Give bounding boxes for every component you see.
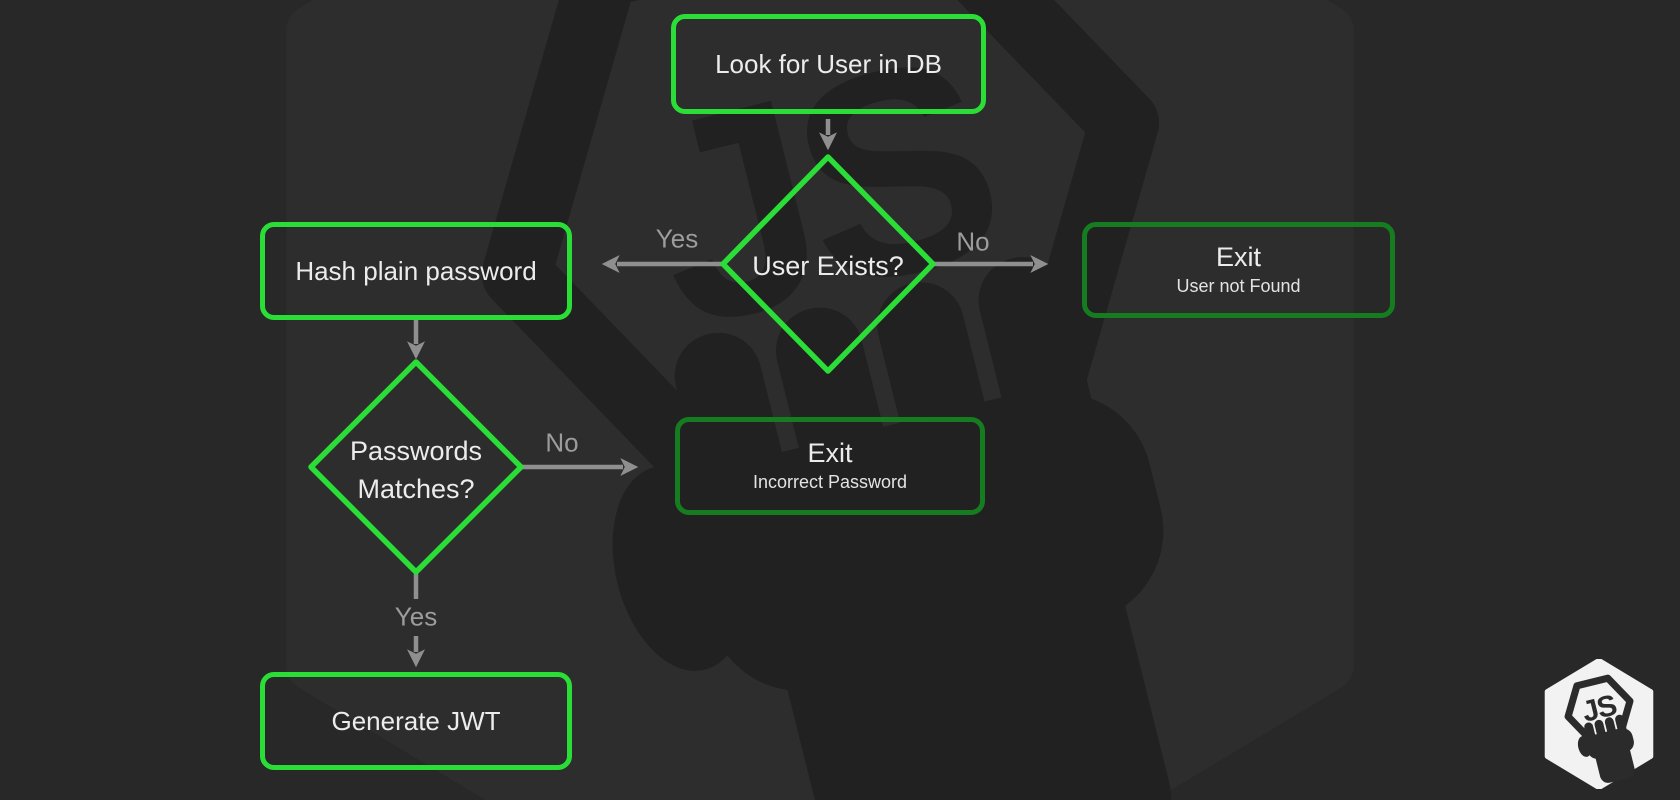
user-exists-diamond-label: User Exists?	[752, 247, 904, 285]
js-fist-logo-icon: JS	[1544, 659, 1654, 789]
edge-label-passwordsmatch-no: No	[545, 427, 579, 458]
exit-incorrect-password-subtitle: Incorrect Password	[752, 472, 908, 492]
user-exists-text: User Exists?	[752, 251, 904, 281]
passwords-matches-diamond	[308, 359, 524, 575]
passwords-matches-line2: Matches?	[357, 474, 475, 504]
exit-user-not-found-subtitle: User not Found	[1176, 276, 1301, 296]
logo-fist-icon	[1577, 714, 1635, 783]
passwords-matches-diamond-label: Passwords Matches?	[350, 432, 482, 508]
node-look-for-user-in-db: Look for User in DB	[671, 14, 986, 114]
exit-incorrect-password-title: Exit	[807, 438, 853, 468]
edge-label-passwordsmatch-yes: Yes	[394, 601, 438, 632]
node-generate-jwt: Generate JWT	[260, 672, 572, 770]
watermark-fist-icon	[612, 257, 1172, 800]
watermark-js-logo-icon: JS	[286, 0, 1354, 800]
exit-user-not-found-title: Exit	[1215, 242, 1261, 272]
node-generate-jwt-label: Generate JWT	[331, 705, 501, 736]
node-exit-user-not-found: Exit User not Found	[1082, 222, 1395, 318]
edge-label-userexists-yes: Yes	[655, 223, 699, 254]
user-exists-diamond	[720, 154, 936, 374]
node-hash-plain-password: Hash plain password	[260, 222, 572, 320]
passwords-matches-line1: Passwords	[349, 436, 483, 466]
node-exit-incorrect-password: Exit Incorrect Password	[675, 417, 985, 515]
node-hash-password-label: Hash plain password	[295, 255, 537, 286]
node-look-for-user-label: Look for User in DB	[715, 48, 942, 79]
edge-label-userexists-no: No	[956, 226, 990, 257]
